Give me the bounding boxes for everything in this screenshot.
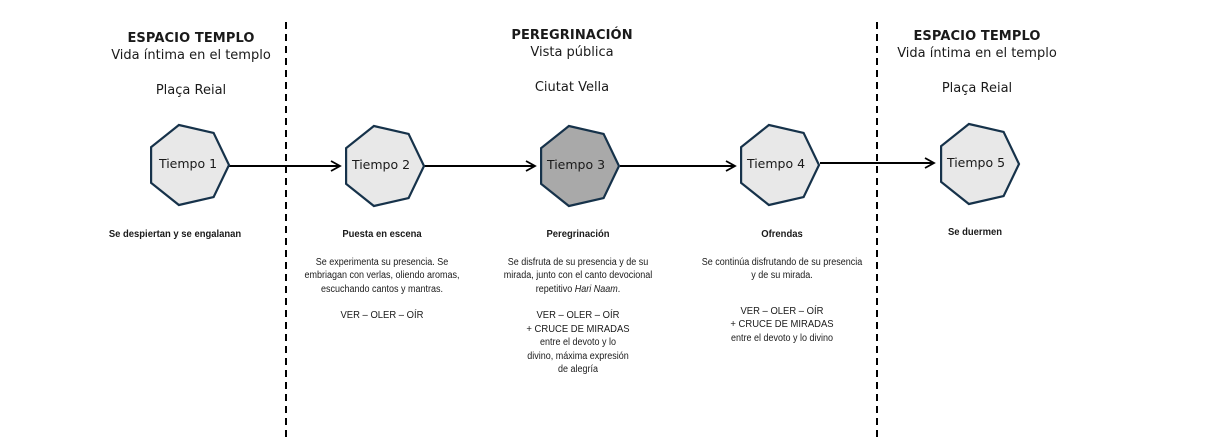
section-header-pilgrimage: PEREGRINACIÓN Vista pública Ciutat Vella — [452, 27, 692, 96]
node-label-tiempo-1: Tiempo 1 — [158, 156, 218, 171]
section-subtitle: Vida íntima en el templo — [897, 46, 1057, 61]
node-label-tiempo-2: Tiempo 2 — [351, 157, 411, 172]
stage-extra: + CRUCE DE MIRADAS — [526, 322, 630, 335]
stage-extra: + CRUCE DE MIRADAS — [730, 318, 834, 330]
stage-heading: Ofrendas — [761, 228, 803, 240]
node-label-tiempo-4: Tiempo 4 — [746, 156, 806, 171]
section-header-temple-end: ESPACIO TEMPLO Vida íntima en el templo … — [857, 28, 1097, 97]
stage-heading: Puesta en escena — [342, 228, 422, 240]
section-place: Plaça Reial — [941, 81, 1013, 96]
stage-body: Se disfruta de su presencia y de su mira… — [493, 256, 662, 297]
description-tiempo-5: Se duermen — [908, 226, 1043, 254]
stage-senses: VER – OLER – OÍR — [340, 309, 424, 321]
stage-body-text: Se disfruta de su presencia y de su mira… — [503, 256, 653, 295]
stage-body: Se experimenta su presencia. Se embriaga… — [304, 256, 460, 295]
section-title: ESPACIO TEMPLO — [913, 29, 1041, 44]
description-tiempo-4: Ofrendas Se continúa disfrutando de su p… — [694, 228, 870, 345]
stage-heading: Se duermen — [947, 226, 1003, 238]
node-label-tiempo-5: Tiempo 5 — [946, 155, 1006, 170]
heptagon-node-tiempo-1 — [150, 123, 231, 207]
stage-heading: Se despiertan y se engalanan — [108, 228, 242, 240]
heptagon-node-tiempo-3 — [539, 124, 621, 208]
description-tiempo-2: Puesta en escena Se experimenta su prese… — [292, 228, 472, 323]
section-title: ESPACIO TEMPLO — [127, 31, 255, 46]
stage-body: Se continúa disfrutando de su presencia … — [701, 256, 863, 282]
stage-extra-lines: entre el devoto y lo divino, máxima expr… — [527, 337, 629, 375]
stage-body-end: . — [617, 283, 621, 295]
description-tiempo-3: Peregrinación Se disfruta de su presenci… — [493, 228, 662, 377]
heptagon-node-tiempo-4 — [739, 123, 821, 207]
section-place: Ciutat Vella — [534, 80, 610, 95]
heptagon-node-tiempo-2 — [345, 124, 426, 208]
section-title: PEREGRINACIÓN — [511, 28, 633, 43]
stage-body-emphasis: Hari Naam — [574, 283, 618, 295]
node-label-tiempo-3: Tiempo 3 — [546, 157, 606, 172]
section-subtitle: Vista pública — [530, 45, 614, 60]
stage-extra-lines: entre el devoto y lo divino — [730, 332, 834, 344]
stage-senses: VER – OLER – OÍR — [740, 304, 824, 317]
stage-heading: Peregrinación — [546, 228, 610, 240]
description-tiempo-1: Se despiertan y se engalanan — [94, 228, 256, 256]
section-header-temple-start: ESPACIO TEMPLO Vida íntima en el templo … — [71, 30, 311, 99]
section-subtitle: Vida íntima en el templo — [111, 48, 271, 63]
heptagon-node-tiempo-5 — [939, 122, 1021, 206]
section-place: Plaça Reial — [155, 83, 227, 98]
stage-senses: VER – OLER – OÍR — [536, 309, 620, 321]
